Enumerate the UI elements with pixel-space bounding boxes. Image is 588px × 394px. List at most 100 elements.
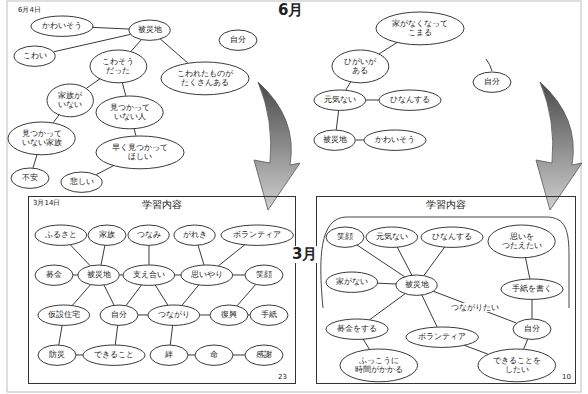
bubble-text: 思いやり (191, 270, 223, 279)
bubble-stem (486, 59, 492, 71)
month-heading: 6月 (278, 2, 303, 19)
concept-bubble: 見つかって いない家族 (8, 122, 75, 155)
connector-line (101, 245, 105, 265)
concept-bubble: 思いやり (181, 265, 233, 285)
bubble-text: 被災地 (138, 25, 162, 34)
connector-line (76, 354, 83, 355)
learning-frame: 学習内容ふるさと家族つなみがれきボランティア募金被災地支え合い思いやり笑顔仮設住… (28, 196, 296, 384)
bubble-text: 笑顔 (256, 270, 272, 279)
bubble-ellipse (245, 345, 283, 365)
connector-line (433, 291, 516, 323)
connector-line (182, 285, 199, 306)
bubble-ellipse (314, 90, 366, 110)
concept-bubble: 元気ない (314, 90, 366, 110)
bubble-ellipse (38, 305, 90, 325)
bubble-ellipse (35, 265, 73, 285)
connector-line (397, 247, 412, 275)
bubble-ellipse (421, 227, 483, 247)
connector-line (237, 284, 256, 306)
bubble-text: 家族が いない (56, 91, 84, 109)
bubble-text: 悲しい (70, 177, 94, 186)
bubble-text: がれき (183, 230, 207, 239)
bubble-ellipse (78, 265, 119, 285)
bubble-text: 手紙を書く (512, 284, 552, 293)
bubble-ellipse (161, 62, 249, 95)
bubble-text: ひなんする (432, 232, 472, 241)
bubble-text: 自分 (230, 35, 246, 44)
concept-bubble: 被災地 (129, 20, 170, 40)
bubble-ellipse (364, 130, 426, 150)
concept-bubble: 被災地 (78, 265, 119, 285)
connector-line (148, 245, 149, 265)
connector-line (363, 339, 369, 349)
concept-bubble: ボランティア (406, 327, 478, 347)
connector-line (233, 274, 245, 275)
connector-line (357, 245, 405, 277)
connector-line (73, 274, 78, 275)
bubble-ellipse (148, 305, 200, 325)
bubble-ellipse (96, 136, 184, 169)
bubble-ellipse (8, 122, 75, 155)
connector-label: つながりたい (449, 303, 501, 312)
bubble-ellipse (210, 305, 248, 325)
bubble-ellipse (88, 225, 126, 245)
bubble-ellipse (326, 272, 378, 292)
connector-line (131, 39, 142, 51)
concept-bubble: 被災地 (314, 130, 355, 150)
connector-line (54, 34, 132, 52)
bubble-ellipse (129, 20, 170, 40)
bubble-text: 思いを つたえたい (500, 232, 544, 250)
bubble-ellipse (14, 46, 55, 66)
connector-line (155, 285, 168, 305)
connector-line (336, 110, 338, 130)
connector-line (96, 165, 114, 174)
bubble-text: できること (94, 350, 134, 359)
bubble-text: 元気ない (324, 95, 356, 104)
connector-line (33, 154, 37, 168)
connector-line (104, 285, 114, 305)
concept-bubble: こわそう だった (90, 50, 147, 83)
bubble-text: つながり (158, 310, 190, 319)
bubble-ellipse (379, 90, 441, 110)
connector-line (188, 354, 195, 355)
bubble-ellipse (150, 345, 188, 365)
connector-line (59, 325, 62, 345)
connector-line (93, 27, 130, 29)
frame-heading: 学習内容 (317, 199, 575, 211)
concept-bubble: 命 (195, 345, 233, 365)
bubble-ellipse (31, 16, 93, 36)
connector-line (122, 82, 126, 96)
bubble-text: 見つかって いない家族 (20, 129, 64, 147)
connector-line (464, 345, 488, 354)
bubble-text: 被災地 (323, 135, 347, 144)
concept-bubble: 思いを つたえたい (488, 225, 555, 258)
bubble-text: 仮設住宅 (48, 310, 80, 319)
bubble-text: かわいそう (375, 135, 415, 144)
concept-bubble: ふるさと (35, 225, 87, 245)
connector-line (86, 79, 100, 89)
concept-bubble: 募金 (35, 265, 73, 285)
bubble-text: 募金をする (337, 324, 377, 333)
bubble-text: ボランティア (418, 332, 466, 341)
connector-line (175, 274, 181, 275)
bubble-text: 被災地 (87, 270, 111, 279)
page-note: 3月14日 (33, 199, 60, 207)
bubble-ellipse (195, 345, 233, 365)
bubble-ellipse (221, 225, 293, 245)
connector-line (134, 128, 136, 135)
concept-bubble: できることを したい (478, 349, 556, 382)
concept-bubble: 家がなくなって こまる (376, 12, 464, 45)
page-note: 6月4日 (18, 6, 41, 14)
bubble-ellipse (245, 265, 283, 285)
bubble-ellipse (340, 349, 418, 382)
connector-line (70, 245, 90, 266)
bubble-ellipse (326, 227, 364, 247)
bubble-text: こわそう だった (100, 57, 136, 75)
bubble-text: ひなんする (390, 95, 430, 104)
bubble-ellipse (314, 130, 355, 150)
bubble-text: 手紙 (261, 310, 277, 319)
bubble-ellipse (38, 345, 76, 365)
